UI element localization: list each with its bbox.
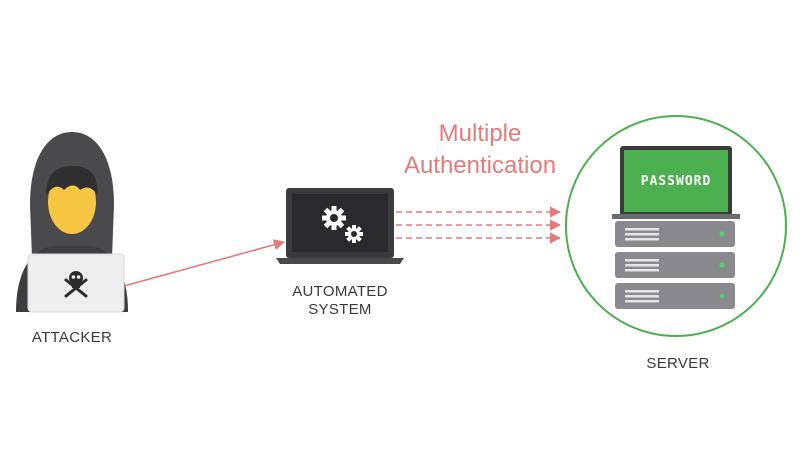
automated-system-label: AUTOMATED SYSTEM <box>280 283 400 319</box>
server-label: SERVER <box>646 355 710 372</box>
automated-system-label-line-2: SYSTEM <box>308 301 372 318</box>
multiple-auth-arrows <box>396 206 562 244</box>
headline: Multiple Authentication <box>392 118 568 182</box>
headline-line-1: Multiple <box>438 120 522 147</box>
server-ring <box>565 115 787 337</box>
automated-system-label-line-1: AUTOMATED <box>292 283 388 300</box>
attack-arrow <box>123 239 286 287</box>
password-screen-text: PASSWORD <box>640 173 712 189</box>
rack-unit <box>615 221 735 247</box>
skull-crossbones-icon <box>64 271 88 298</box>
rack-unit <box>615 283 735 309</box>
rack-unit <box>615 252 735 278</box>
server-rack <box>615 221 735 309</box>
automated-system-laptop <box>276 188 404 264</box>
attacker-label: ATTACKER <box>31 329 113 346</box>
headline-line-2: Authentication <box>403 152 557 179</box>
attacker-figure <box>16 132 128 313</box>
attacker-hair <box>46 166 98 196</box>
password-monitor <box>612 146 740 219</box>
gears-icon <box>322 206 363 243</box>
